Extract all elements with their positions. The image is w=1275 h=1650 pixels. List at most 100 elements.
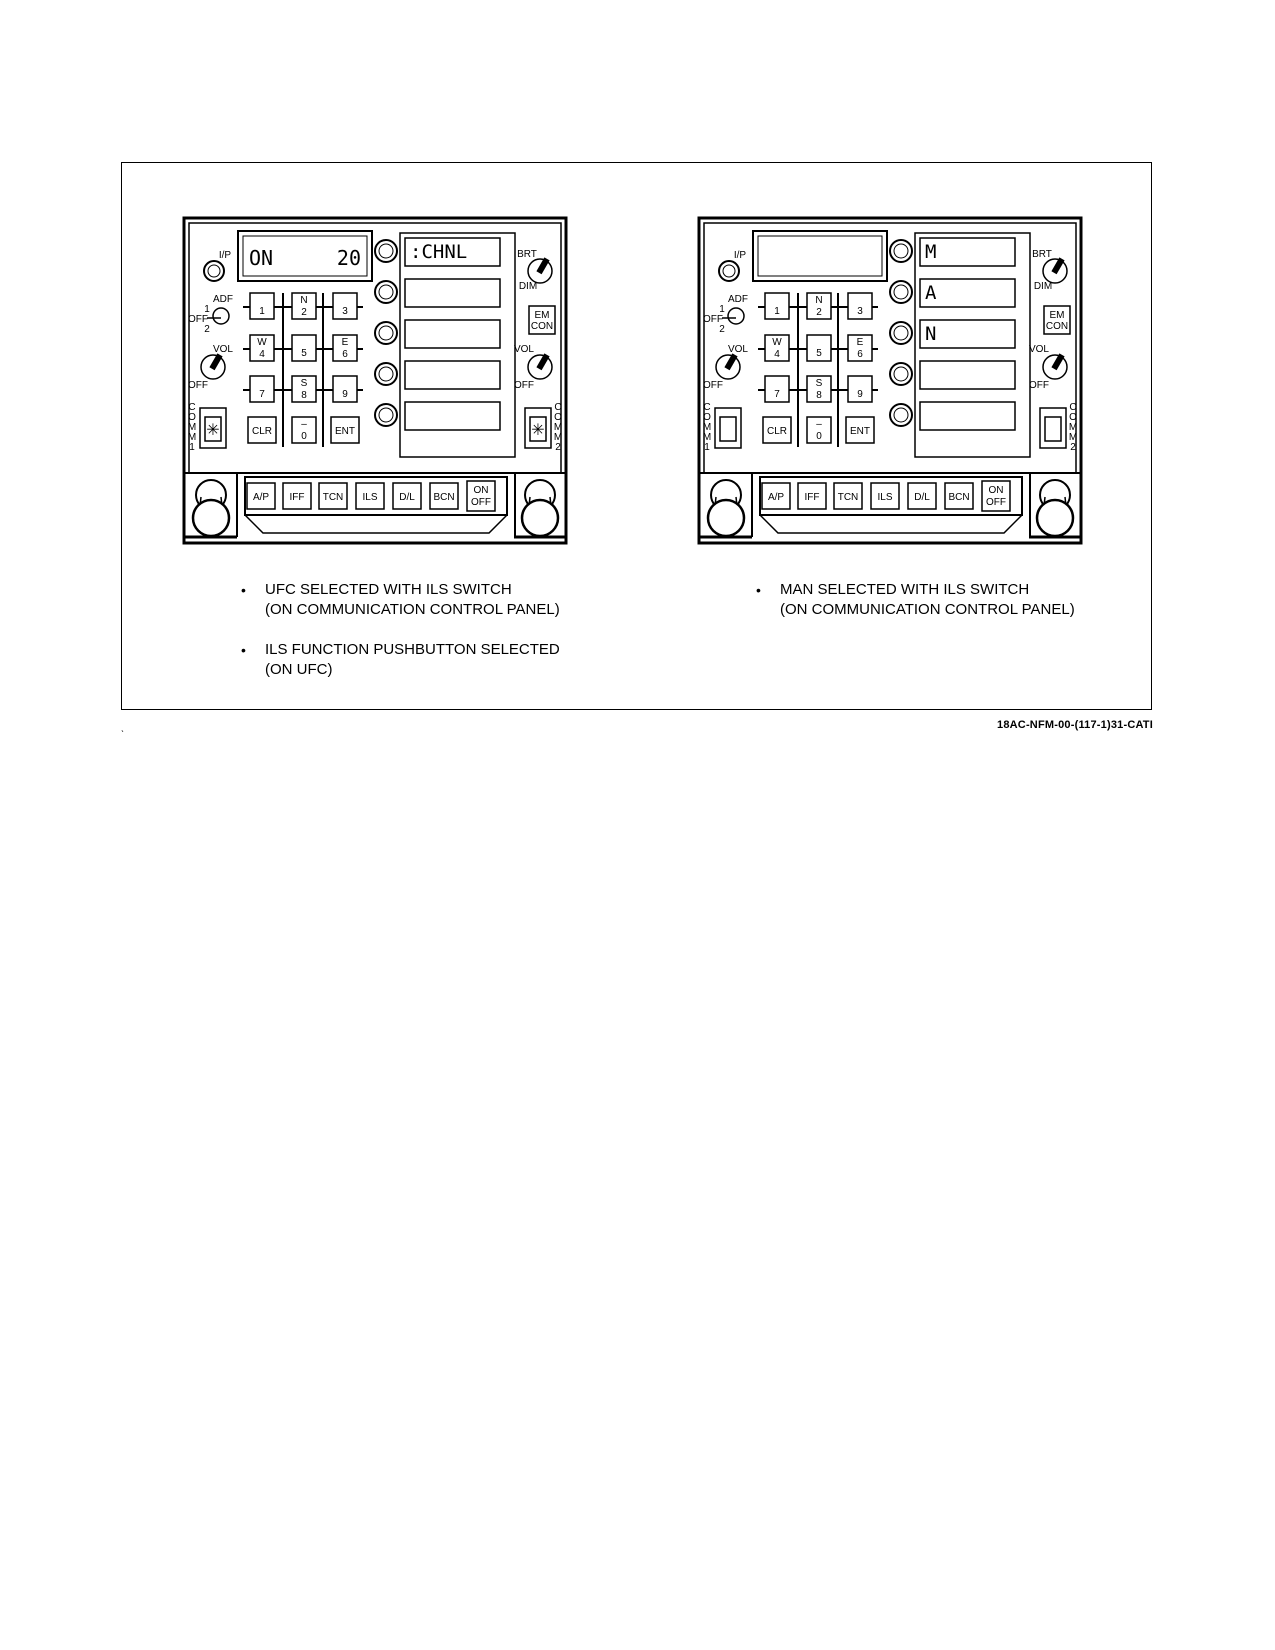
keypad-key[interactable] bbox=[247, 416, 277, 444]
function-button-ap[interactable] bbox=[761, 482, 791, 510]
keypad-key[interactable] bbox=[764, 334, 790, 362]
onoff-button[interactable] bbox=[466, 480, 496, 512]
vol-knob-left[interactable] bbox=[715, 353, 741, 380]
option-select-button[interactable] bbox=[889, 321, 913, 345]
keypad-key-label: 1 bbox=[774, 306, 780, 317]
option-select-button-inner bbox=[893, 366, 909, 382]
keypad-key[interactable] bbox=[249, 292, 275, 320]
function-button-bcn[interactable] bbox=[944, 482, 974, 510]
keypad-key-top: E bbox=[857, 337, 864, 348]
keypad-key[interactable] bbox=[847, 375, 873, 403]
option-select-button-inner bbox=[378, 407, 394, 423]
emcon-button[interactable] bbox=[528, 305, 556, 335]
function-button-iff[interactable] bbox=[282, 482, 312, 510]
lower-knob-left[interactable] bbox=[185, 479, 237, 539]
option-select-button[interactable] bbox=[374, 280, 398, 304]
function-button-iff[interactable] bbox=[797, 482, 827, 510]
option-select-button[interactable] bbox=[374, 239, 398, 263]
brightness-knob[interactable] bbox=[527, 257, 553, 284]
option-display-window bbox=[919, 360, 1016, 390]
comm1-knob[interactable] bbox=[204, 416, 222, 442]
ip-button[interactable] bbox=[718, 260, 740, 282]
vol-off-label: OFF bbox=[188, 380, 208, 391]
comm1-label-char: M bbox=[188, 422, 196, 433]
lower-knob-left[interactable] bbox=[700, 479, 752, 539]
option-select-button-inner bbox=[893, 284, 909, 300]
function-button-dl[interactable] bbox=[907, 482, 937, 510]
keypad-key[interactable] bbox=[291, 334, 317, 362]
adf-2-label: 2 bbox=[719, 324, 725, 335]
note-line: (ON UFC) bbox=[265, 661, 333, 678]
function-button-ils[interactable] bbox=[355, 482, 385, 510]
emcon-label-em: EM bbox=[535, 310, 550, 321]
function-button-ils[interactable] bbox=[870, 482, 900, 510]
keypad-key[interactable] bbox=[291, 416, 317, 444]
keypad-key[interactable] bbox=[332, 292, 358, 320]
comm2-knob[interactable] bbox=[1044, 416, 1062, 442]
option-display-text: M bbox=[925, 241, 936, 263]
function-button-tcn[interactable] bbox=[318, 482, 348, 510]
vol-knob-left[interactable] bbox=[200, 353, 226, 380]
keypad-key[interactable] bbox=[764, 375, 790, 403]
emcon-button[interactable] bbox=[1043, 305, 1071, 335]
option-select-button[interactable] bbox=[374, 321, 398, 345]
comm2-label-char: O bbox=[1069, 412, 1077, 423]
comm1-label-char: C bbox=[703, 402, 710, 413]
option-select-button[interactable] bbox=[374, 362, 398, 386]
onoff-label-off: OFF bbox=[986, 497, 1006, 508]
keypad-key[interactable] bbox=[847, 334, 873, 362]
keypad-key[interactable] bbox=[330, 416, 360, 444]
keypad-key[interactable] bbox=[845, 416, 875, 444]
brightness-knob[interactable] bbox=[1042, 257, 1068, 284]
adf-switch[interactable] bbox=[212, 307, 230, 325]
keypad-key[interactable] bbox=[332, 375, 358, 403]
comm2-label-char: O bbox=[554, 412, 562, 423]
ip-button[interactable] bbox=[203, 260, 225, 282]
keypad-key[interactable] bbox=[847, 292, 873, 320]
function-button-label: D/L bbox=[399, 492, 415, 503]
function-button-label: ILS bbox=[877, 492, 892, 503]
keypad-key[interactable] bbox=[249, 375, 275, 403]
keypad-key[interactable] bbox=[249, 334, 275, 362]
function-button-tcn[interactable] bbox=[833, 482, 863, 510]
option-display-text: A bbox=[925, 282, 937, 304]
note-item: • UFC SELECTED WITH ILS SWITCH (ON COMMU… bbox=[241, 580, 560, 620]
function-button-dl[interactable] bbox=[392, 482, 422, 510]
keypad-key-top: W bbox=[257, 337, 267, 348]
keypad-key[interactable] bbox=[806, 375, 832, 403]
comm2-knob[interactable] bbox=[529, 416, 547, 442]
keypad-key[interactable] bbox=[764, 292, 790, 320]
keypad-key[interactable] bbox=[291, 292, 317, 320]
keypad-key-label: 1 bbox=[259, 306, 265, 317]
option-select-button[interactable] bbox=[374, 403, 398, 427]
comm1-label-char: O bbox=[703, 412, 711, 423]
keypad-key[interactable] bbox=[806, 334, 832, 362]
keypad-key[interactable] bbox=[332, 334, 358, 362]
knob-pointer-bar bbox=[536, 257, 550, 275]
note-item: • MAN SELECTED WITH ILS SWITCH (ON COMMU… bbox=[756, 580, 1075, 620]
adf-switch[interactable] bbox=[727, 307, 745, 325]
keypad-key[interactable] bbox=[806, 416, 832, 444]
option-select-button[interactable] bbox=[889, 362, 913, 386]
function-button-bcn[interactable] bbox=[429, 482, 459, 510]
keypad-key[interactable] bbox=[291, 375, 317, 403]
function-button-ap[interactable] bbox=[246, 482, 276, 510]
function-button-label: A/P bbox=[768, 492, 784, 503]
onoff-button[interactable] bbox=[981, 480, 1011, 512]
option-select-button-inner bbox=[893, 325, 909, 341]
option-select-button[interactable] bbox=[889, 239, 913, 263]
option-select-button[interactable] bbox=[889, 280, 913, 304]
option-display-window bbox=[919, 278, 1016, 308]
keypad-key[interactable] bbox=[762, 416, 792, 444]
keypad-key[interactable] bbox=[806, 292, 832, 320]
vol-knob-right[interactable] bbox=[527, 353, 553, 380]
comm1-knob[interactable] bbox=[719, 416, 737, 442]
option-select-button[interactable] bbox=[889, 403, 913, 427]
vol-knob-right[interactable] bbox=[1042, 353, 1068, 380]
lower-knob-right[interactable] bbox=[1029, 479, 1081, 539]
keypad-key-label: 4 bbox=[774, 349, 780, 360]
lower-knob-right[interactable] bbox=[514, 479, 566, 539]
note-line: (ON COMMUNICATION CONTROL PANEL) bbox=[265, 601, 560, 618]
keypad-key-label: 6 bbox=[342, 349, 348, 360]
